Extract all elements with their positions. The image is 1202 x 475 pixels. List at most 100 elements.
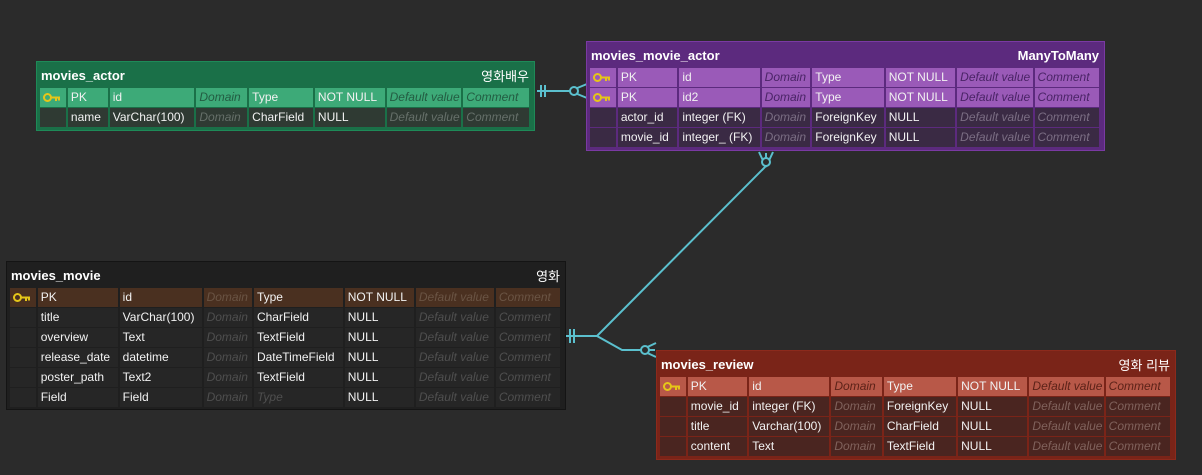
- column-type: TextField: [253, 368, 345, 388]
- column-nullability: NULL: [885, 128, 958, 148]
- table-header: movies_movie 영화: [7, 262, 565, 288]
- table-name: movies_review: [661, 356, 754, 372]
- column-domain: Domain: [761, 68, 813, 88]
- column-comment: Comment: [495, 328, 562, 348]
- column-name: name: [67, 108, 110, 128]
- column-type: TextField: [883, 437, 959, 457]
- column-nullability: NOT NULL: [344, 288, 416, 308]
- column-comment: Comment: [495, 288, 562, 308]
- key-cell: [40, 108, 68, 128]
- column-domain: Domain: [196, 108, 250, 128]
- column-field: Field: [119, 388, 204, 408]
- column-domain: Domain: [203, 308, 254, 328]
- column-nullability: NULL: [958, 417, 1030, 437]
- column-field: id2: [679, 88, 762, 108]
- column-comment: Comment: [1105, 397, 1172, 417]
- key-cell: [10, 328, 38, 348]
- column-field: id: [109, 88, 197, 108]
- column-domain: Domain: [831, 437, 884, 457]
- column-nullability: NULL: [344, 388, 416, 408]
- column-name: PK: [37, 288, 120, 308]
- column-field: integer (FK): [749, 397, 832, 417]
- column-comment: Comment: [1034, 128, 1102, 148]
- column-name: actor_id: [617, 108, 680, 128]
- column-comment: Comment: [1034, 88, 1102, 108]
- column-comment: Comment: [495, 368, 562, 388]
- column-default: Default value: [1029, 437, 1106, 457]
- column-type: CharField: [249, 108, 315, 128]
- column-field: integer_ (FK): [679, 128, 762, 148]
- key-cell: [660, 437, 688, 457]
- column-default: Default value: [415, 388, 496, 408]
- key-cell: [660, 397, 688, 417]
- column-domain: Domain: [203, 328, 254, 348]
- key-cell: [590, 108, 618, 128]
- column-nullability: NOT NULL: [885, 68, 958, 88]
- column-name: poster_path: [37, 368, 120, 388]
- column-default: Default value: [1029, 397, 1106, 417]
- column-type: CharField: [253, 308, 345, 328]
- column-domain: Domain: [761, 128, 813, 148]
- column-field: id: [749, 377, 832, 397]
- table-comment: 영화배우: [481, 68, 529, 84]
- column-nullability: NULL: [344, 308, 416, 328]
- column-name: PK: [617, 68, 680, 88]
- column-nullability: NOT NULL: [314, 88, 387, 108]
- column-name: release_date: [37, 348, 120, 368]
- key-icon: [10, 288, 38, 308]
- column-field: id: [679, 68, 762, 88]
- table-name: movies_movie_actor: [591, 47, 720, 63]
- column-name: overview: [37, 328, 120, 348]
- column-name: movie_id: [687, 397, 750, 417]
- column-domain: Domain: [203, 348, 254, 368]
- column-field: Text: [749, 437, 832, 457]
- column-name: PK: [617, 88, 680, 108]
- column-nullability: NULL: [958, 397, 1030, 417]
- column-name: PK: [687, 377, 750, 397]
- column-type: ForeignKey: [812, 108, 886, 128]
- column-default: Default value: [1029, 417, 1106, 437]
- key-cell: [660, 417, 688, 437]
- key-icon: [40, 88, 68, 108]
- column-default: Default value: [957, 88, 1035, 108]
- column-field: integer (FK): [679, 108, 762, 128]
- column-name: content: [687, 437, 750, 457]
- key-cell: [590, 128, 618, 148]
- column-type: TextField: [253, 328, 345, 348]
- column-default: Default value: [415, 288, 496, 308]
- table-name: movies_movie: [11, 267, 101, 283]
- column-nullability: NULL: [958, 437, 1030, 457]
- column-nullability: NOT NULL: [958, 377, 1030, 397]
- column-type: DateTimeField: [253, 348, 345, 368]
- column-comment: Comment: [1105, 437, 1172, 457]
- column-nullability: NULL: [885, 108, 958, 128]
- table-header: movies_actor 영화배우: [37, 62, 534, 88]
- column-comment: Comment: [495, 388, 562, 408]
- column-name: title: [37, 308, 120, 328]
- column-domain: Domain: [203, 388, 254, 408]
- table-header: movies_movie_actor ManyToMany: [587, 42, 1104, 68]
